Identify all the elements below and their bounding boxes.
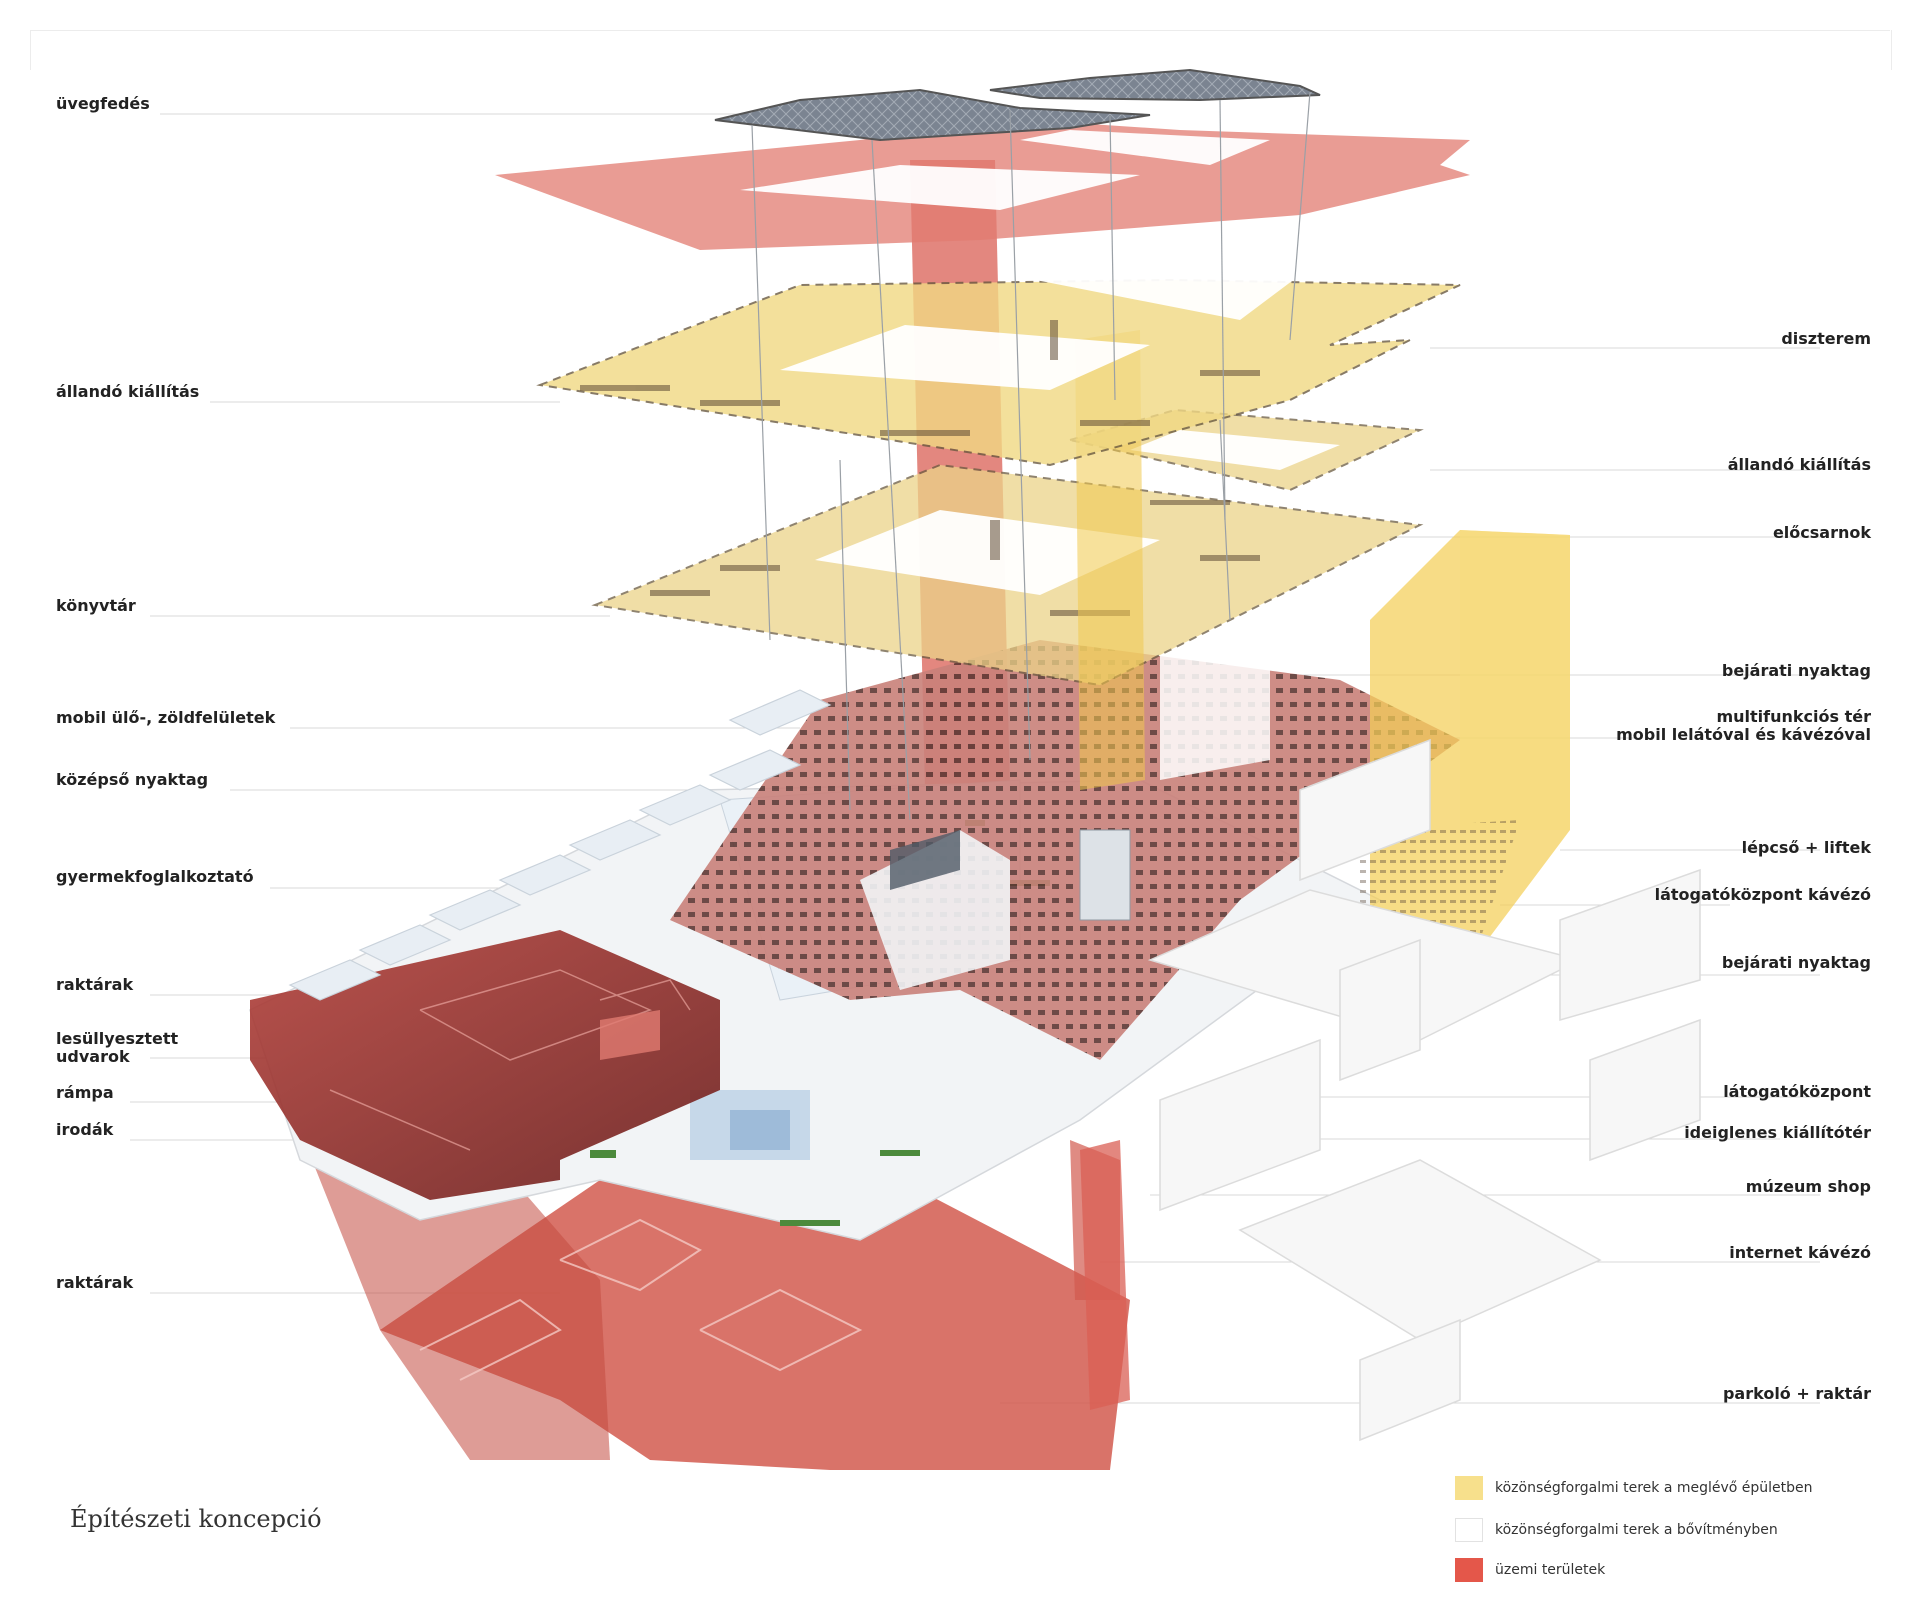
diagram-caption: Építészeti koncepció — [70, 1505, 322, 1533]
lobby-tower-block — [1360, 530, 1570, 950]
legend-item-extension-public: közönségforgalmi terek a bővítményben — [1455, 1516, 1778, 1544]
label-glass-roof: üvegfedés — [56, 94, 150, 113]
label-internet-cafe: internet kávézó — [1729, 1243, 1871, 1262]
label-permanent-exhibition-right: állandó kiállítás — [1727, 455, 1871, 474]
label-visitor-center-cafe: látogatóközpont kávézó — [1654, 885, 1871, 904]
label-library: könyvtár — [56, 596, 136, 615]
glass-roof — [714, 68, 1321, 142]
ground-floor-plan — [670, 600, 1460, 1060]
frame-border-right — [1891, 30, 1892, 70]
label-mobile-seating-green: mobil ülő-, zöldfelületek — [56, 708, 276, 727]
label-storage-lower: raktárak — [56, 1273, 134, 1292]
label-ramp: rámpa — [56, 1083, 114, 1102]
label-museum-shop: múzeum shop — [1745, 1177, 1871, 1196]
legend-swatch-red — [1455, 1558, 1483, 1582]
ground-floor-pillar — [1080, 1140, 1130, 1410]
label-temporary-exhibition: ideiglenes kiállítótér — [1684, 1123, 1871, 1142]
label-permanent-exhibition-left: állandó kiállítás — [56, 382, 200, 401]
legend-label: közönségforgalmi terek a meglévő épületb… — [1495, 1480, 1813, 1496]
label-middle-wing: középső nyaktag — [56, 770, 209, 789]
sunken-courts-block — [250, 930, 720, 1200]
frame-border-left — [30, 30, 31, 70]
legend-swatch-white — [1455, 1518, 1483, 1542]
label-childrens-area: gyermekfoglalkoztató — [56, 867, 254, 886]
label-parking-storage: parkoló + raktár — [1722, 1384, 1871, 1403]
legend-swatch-yellow — [1455, 1476, 1483, 1500]
label-entrance-wing-lower: bejárati nyaktag — [1721, 953, 1871, 972]
label-stairs-elevators: lépcső + liftek — [1741, 838, 1871, 857]
legend-item-service-areas: üzemi területek — [1455, 1556, 1605, 1584]
site-context-blocks — [1147, 738, 1701, 1442]
label-visitor-center: látogatóközpont — [1723, 1082, 1871, 1101]
label-ceremonial-hall: diszterem — [1781, 329, 1871, 348]
label-storage-upper: raktárak — [56, 975, 134, 994]
structural-columns — [751, 91, 1311, 821]
frame-border-top — [30, 30, 1890, 31]
entrance-canopies — [288, 689, 832, 1001]
legend-item-existing-public: közönségforgalmi terek a meglévő épületb… — [1455, 1474, 1813, 1502]
library-floor — [591, 408, 1424, 687]
legend-label: közönségforgalmi terek a bővítményben — [1495, 1522, 1778, 1538]
roof-service-floor — [495, 118, 1470, 250]
label-offices: irodák — [56, 1120, 114, 1139]
label-multifunctional-space: multifunkciós tér mobil lelátóval és káv… — [1616, 707, 1871, 744]
label-sunken-courts: lesüllyesztett udvarok — [56, 1029, 179, 1066]
legend-label: üzemi területek — [1495, 1562, 1606, 1578]
label-lobby: előcsarnok — [1772, 523, 1871, 542]
label-entrance-wing-upper: bejárati nyaktag — [1721, 661, 1871, 680]
permanent-exhibition-floor — [536, 262, 1461, 467]
